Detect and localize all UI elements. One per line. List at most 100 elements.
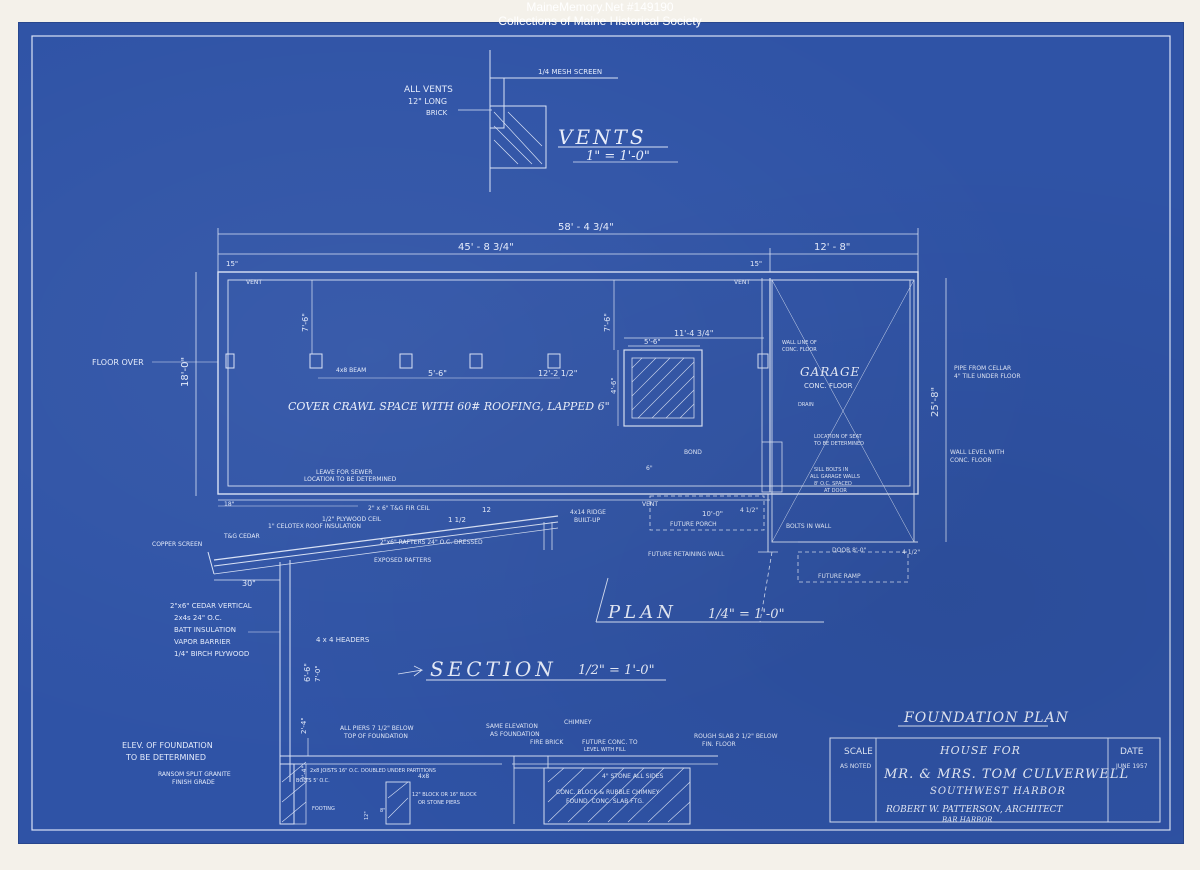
label-vent-b: VENT [734, 279, 750, 286]
plan-walls [217, 271, 919, 623]
label-sill: SILL BOLTS IN [814, 467, 848, 473]
label-vent-a: VENT [246, 279, 262, 286]
vents-title: VENTS [558, 125, 647, 149]
label-same-2: AS FOUNDATION [490, 731, 540, 738]
label-vent-c: VENT [642, 501, 658, 508]
dim-7-6-left: 7'-6" [301, 313, 310, 332]
dim-4-half-b: 4 1/2" [902, 549, 920, 556]
date-label: DATE [1120, 747, 1144, 757]
label-pipe: PIPE FROM CELLAR [954, 365, 1011, 372]
plan-scale: 1/4" = 1'-0" [708, 607, 785, 622]
label-future-porch: FUTURE PORCH [670, 521, 717, 528]
label-t-g: T&G CEDAR [223, 533, 260, 540]
vents-note-all: ALL VENTS [404, 85, 453, 95]
label-sill-3: 8' O.C. SPACED [814, 481, 852, 487]
label-leave: LEAVE FOR SEWER [316, 469, 372, 476]
label-block: 12" BLOCK OR 16" BLOCK [412, 792, 477, 798]
dim-garage-depth: 25'-8" [930, 387, 941, 417]
label-pipe-2: 4" TILE UNDER FLOOR [954, 373, 1021, 380]
owner: MR. & MRS. TOM CULVERWELL [883, 767, 1129, 782]
label-ftg: FOOTING [312, 806, 335, 812]
label-future-conc: FUTURE CONC. TO [582, 739, 638, 746]
label-footing: FOUND. CONC. SLAB FTG. [566, 798, 644, 805]
label-ceiling: 1/2" PLYWOOD CEIL [322, 516, 382, 523]
label-2-4b: 2'-4" [301, 766, 308, 780]
dim-6: 6" [646, 465, 653, 472]
label-wall-1: 2"x6" CEDAR VERTICAL [170, 602, 252, 610]
label-elev: ELEV. OF FOUNDATION [122, 741, 213, 750]
label-ramson: RANSOM SPLIT GRANITE [158, 771, 231, 778]
label-wall-4: VAPOR BARRIER [174, 638, 231, 646]
label-1-half: 1 1/2 [448, 516, 466, 524]
architect: ROBERT W. PATTERSON, ARCHITECT [885, 805, 1064, 815]
blueprint-drawing: ALL VENTS 12" LONG BRICK 1/4 MESH SCREEN… [31, 35, 1171, 831]
architect-loc: BAR HARBOR [941, 816, 993, 824]
label-wall-line: WALL LINE OF [782, 340, 817, 346]
credit-line-1: MaineMemory.Net #149190 [526, 0, 674, 14]
dim-15-left: 15" [226, 260, 238, 268]
location: SOUTHWEST HARBOR [930, 786, 1066, 797]
plan-title: PLAN [607, 602, 677, 623]
label-pier: 4x8 BEAM [336, 367, 366, 374]
label-drain: DRAIN [798, 402, 814, 408]
vents-note-brick: BRICK [426, 109, 448, 117]
label-door: DOOR 8'-0" [832, 547, 867, 554]
label-same: SAME ELEVATION [486, 723, 538, 730]
plan-dimensions: 58' - 4 3/4" 45' - 8 3/4" 12' - 8" 15" 1… [180, 222, 947, 542]
vents-detail: ALL VENTS 12" LONG BRICK 1/4 MESH SCREEN… [404, 50, 678, 192]
label-location-2: TO BE DETERMINED [813, 441, 864, 447]
dim-chimney: 11'-4 3/4" [674, 329, 713, 338]
label-rough-2: FIN. FLOOR [702, 741, 736, 748]
label-pencil-top: 2" x 6" T&G FIR CEIL [368, 505, 430, 512]
label-wall-level: WALL LEVEL WITH [950, 449, 1004, 456]
label-joists: 2x8 JOISTS 16" O.C. DOUBLED UNDER PARTIT… [310, 768, 436, 774]
date-value: JUNE 1957 [1115, 763, 1148, 770]
label-wall-level-2: CONC. FLOOR [950, 457, 992, 464]
dim-18-bottom: 18" [224, 501, 235, 508]
title-block: FOUNDATION PLAN SCALE AS NOTED DATE JUNE… [829, 710, 1161, 824]
label-elev-2: TO BE DETERMINED [125, 753, 206, 762]
dim-garage: 12' - 8" [814, 242, 850, 253]
vents-note-screen: 1/4 MESH SCREEN [538, 68, 602, 76]
dim-15-right: 15" [750, 260, 762, 268]
label-sill-4: AT DOOR [824, 488, 847, 494]
label-location: LOCATION OF SEAT [814, 434, 863, 440]
label-future-ramp: FUTURE RAMP [818, 573, 861, 580]
label-conc-block: CONC. BLOCK & RUBBLE CHIMNEY [556, 789, 660, 796]
section-labels: COPPER SCREEN T&G CEDAR 1" CELOTEX ROOF … [122, 505, 778, 820]
label-7-0: 7'-0" [314, 665, 322, 682]
label-floor-over: FLOOR OVER [92, 358, 144, 367]
label-insul: 1" CELOTEX ROOF INSULATION [268, 523, 361, 530]
label-bolts-section: BOLTS 5' O.C. [296, 778, 330, 784]
plan-labels: FLOOR OVER COVER CRAWL SPACE WITH 60# RO… [92, 279, 1021, 623]
label-crawl: COVER CRAWL SPACE WITH 60# ROOFING, LAPP… [288, 400, 610, 413]
dim-4-6: 4'-6" [610, 377, 618, 394]
dim-7-6-right: 7'-6" [603, 313, 612, 332]
label-garage: GARAGE [800, 365, 860, 379]
house-for: HOUSE FOR [939, 744, 1021, 757]
label-2-4: 2'-4" [300, 717, 308, 734]
vents-note-size: 12" LONG [408, 97, 447, 106]
label-rough: ROUGH SLAB 2 1/2" BELOW [694, 733, 778, 740]
dim-12-2: 12'-2 1/2" [538, 369, 577, 378]
label-wall-line-2: CONC. FLOOR [782, 347, 817, 353]
label-copper: COPPER SCREEN [152, 541, 202, 548]
dim-overall: 58' - 4 3/4" [558, 222, 614, 233]
label-chimney: CHIMNEY [564, 719, 592, 726]
label-stone: 4" STONE ALL SIDES [602, 773, 664, 780]
dim-depth: 18'-0" [180, 357, 191, 387]
label-piers: ALL PIERS 7 1/2" BELOW [340, 725, 414, 732]
scale-value: AS NOTED [840, 763, 871, 770]
label-bolts: BOLTS IN WALL [786, 523, 832, 530]
label-12-dim: 12" [364, 811, 370, 820]
label-sill-2: ALL GARAGE WALLS [810, 474, 860, 480]
section-drawing [207, 515, 718, 825]
title-heading: FOUNDATION PLAN [903, 710, 1069, 726]
credit-line-2: Collections of Maine Historical Society [498, 14, 702, 28]
label-future-conc-2: LEVEL WITH FILL [584, 747, 626, 753]
label-10-0: 10'-0" [702, 510, 723, 518]
label-rafters: 2"x6" RAFTERS 24" O.C. DRESSED [380, 539, 483, 546]
label-bond: BOND [684, 449, 702, 456]
label-fire: FIRE BRICK [530, 739, 564, 746]
section-title: SECTION [430, 657, 557, 681]
